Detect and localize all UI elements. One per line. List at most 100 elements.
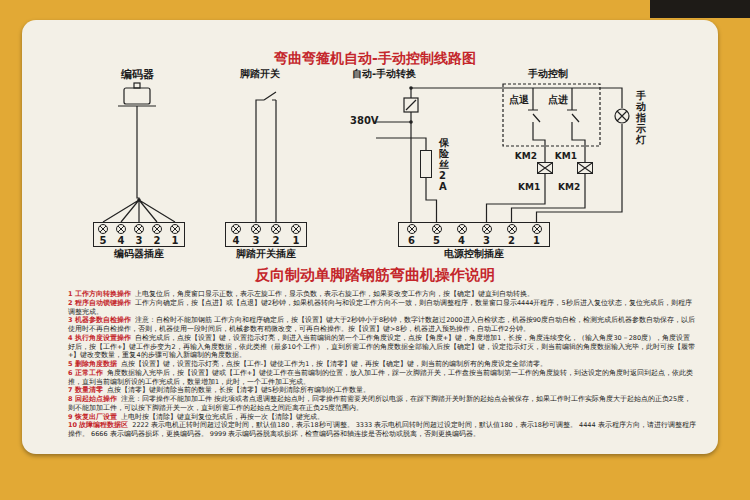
- terminal-circle: [507, 225, 516, 234]
- terminal-cross: [509, 226, 515, 232]
- instruction-text: 上电复位后，角度窗口显示正数，表示左旋工作，显示负数，表示右旋工作，如果要改变工…: [135, 290, 534, 298]
- pin-number: 2: [508, 235, 515, 246]
- instruction-heading: 4 执行角度设置操作: [68, 334, 131, 342]
- terminal-circle: [153, 225, 162, 234]
- terminal-outline: [153, 225, 162, 234]
- terminal-cross: [434, 226, 440, 232]
- part-name: 自动-手动转换: [352, 68, 416, 80]
- supply-wire: [376, 122, 426, 150]
- terminal-circle: [171, 225, 180, 234]
- terminal-symbol: [290, 223, 302, 235]
- terminal-cross: [100, 226, 106, 232]
- socket-pin: 1: [166, 223, 184, 246]
- instruction-text: 注意：自检时不能加钢筋 工作方向和程序确定后，按【设置】键大于2秒钟小于8秒钟，…: [68, 316, 695, 333]
- dark-frame-corner: [650, 0, 750, 18]
- instruction-item: 8 回起始点操作注意：回零操作不能加加工件 按此项或者点退调整起始点时，回零操作…: [68, 395, 696, 413]
- part-name: 脚踏开关: [240, 68, 280, 80]
- socket-pin: 2: [148, 223, 166, 246]
- socket-pin: 3: [246, 223, 266, 246]
- wire-connector: [137, 120, 139, 222]
- terminal-cross: [233, 226, 239, 232]
- terminal-circle: [292, 225, 301, 234]
- instructions-title: 反向制动单脚踏钢筋弯曲机操作说明: [0, 266, 750, 285]
- terminal-symbol: [133, 223, 145, 235]
- encoder-body: [124, 88, 150, 104]
- socket-pin: 4: [226, 223, 246, 246]
- terminal-outline: [507, 225, 516, 234]
- coil-name: KM2: [515, 152, 537, 162]
- part-name: 编码器: [112, 68, 162, 82]
- coil-cross: [538, 163, 552, 173]
- instruction-heading: 7 数量清零: [68, 386, 103, 394]
- terminal-symbol: [456, 223, 468, 235]
- instruction-item: 1 工作方向转换操作上电复位后，角度窗口显示正数，表示左旋工作，显示负数，表示右…: [68, 290, 696, 299]
- socket-pin: 1: [286, 223, 306, 246]
- instruction-heading: 9 恢复出厂设置: [68, 413, 117, 421]
- instruction-heading: 1 工作方向转换操作: [68, 290, 131, 298]
- terminal-symbol: [431, 223, 443, 235]
- socket-name: 电源控制插座: [444, 248, 504, 260]
- terminal-symbol: [230, 223, 242, 235]
- pin-number: 1: [293, 235, 300, 246]
- socket-pin: 1: [524, 223, 549, 246]
- terminal-outline: [532, 225, 541, 234]
- terminal-circle: [232, 225, 241, 234]
- terminal-symbol: [531, 223, 543, 235]
- terminal-circle: [407, 225, 416, 234]
- pin-number: 1: [172, 235, 179, 246]
- manual-control-frame: [503, 84, 600, 146]
- voltage-label: 380V: [350, 115, 379, 127]
- terminal-outline: [482, 225, 491, 234]
- socket-name: 编码器插座: [114, 248, 164, 260]
- terminal-outline: [272, 225, 281, 234]
- relay-coil: KM2: [537, 162, 553, 174]
- instruction-heading: 10 故障编程数据区: [68, 421, 128, 429]
- terminal-outline: [117, 225, 126, 234]
- pin-number: 3: [136, 235, 143, 246]
- terminal-symbol: [151, 223, 163, 235]
- instruction-heading: 2 程序自动锁键操作: [68, 299, 131, 307]
- connector-socket: 654321电源控制插座: [398, 222, 550, 247]
- instruction-item: 6 正常工作角度数据输入完毕后，按【设置】键或【工作+】键使工作在当前编制的位置…: [68, 369, 696, 387]
- fuse-symbol: 保险丝2A: [420, 150, 432, 178]
- socket-name: 脚踏开关插座: [236, 248, 296, 260]
- instruction-item: 7 数量清零点按【清零】键则清除当前的数量，长按【清零】键5秒则清除所有编制的工…: [68, 386, 696, 395]
- lamp-lines: [615, 109, 629, 123]
- socket-pin: 2: [266, 223, 286, 246]
- terminal-cross: [172, 226, 178, 232]
- instruction-item: 9 恢复出厂设置上电时按【清除】键直到复位完成后，再按一次【清除】键完成。: [68, 413, 696, 422]
- terminal-circle: [457, 225, 466, 234]
- terminal-cross: [273, 226, 279, 232]
- terminal-symbol: [169, 223, 181, 235]
- terminal-cross: [459, 226, 465, 232]
- lamp-outline: [614, 108, 630, 124]
- instruction-text: 2222 表示电机正转时间超过设定时间，默认值180，表示18秒可调整。 333…: [68, 421, 696, 438]
- instruction-item: 4 执行角度设置操作自检完成后，点按【设置】键，设置指示灯亮，则进入当前编辑的第…: [68, 334, 696, 360]
- terminal-circle: [532, 225, 541, 234]
- terminal-circle: [99, 225, 108, 234]
- selector-switch-blade: [406, 100, 416, 110]
- junction-dot: [409, 86, 413, 90]
- pin-number: 6: [408, 235, 415, 246]
- terminal-circle: [482, 225, 491, 234]
- instruction-text: 上电时按【清除】键直到复位完成后，再按一次【清除】键完成。: [121, 413, 324, 421]
- coil-name: KM1: [555, 152, 577, 162]
- terminal-cross: [534, 226, 540, 232]
- pin-number: 4: [233, 235, 240, 246]
- indicator-lamp: 手动指示灯: [614, 108, 630, 124]
- terminal-symbol: [115, 223, 127, 235]
- part-name: 手动控制: [528, 68, 568, 80]
- connector-socket: 54321编码器插座: [93, 222, 185, 247]
- instruction-item: 5 删除角度数据点按【设置】键，设置指示灯亮，点按【工作-】键使工作为1，按【清…: [68, 360, 696, 369]
- terminal-symbol: [250, 223, 262, 235]
- part-name: 点进: [548, 94, 568, 106]
- socket-pin: 3: [474, 223, 499, 246]
- jog-forward-button-wire: [567, 88, 585, 162]
- connector-socket: 4321脚踏开关插座: [225, 222, 307, 247]
- instruction-text: 工作方向确定后，按【点进】或【点退】键2秒钟，如果机器转向与和设定工作方向不一致…: [68, 299, 692, 316]
- foot-switch-symbol: [256, 92, 276, 222]
- control-wire: [411, 88, 622, 222]
- coil-cross-line: [578, 163, 592, 173]
- coil-cross-line: [538, 163, 552, 173]
- part-name: 手动指示灯: [636, 90, 646, 145]
